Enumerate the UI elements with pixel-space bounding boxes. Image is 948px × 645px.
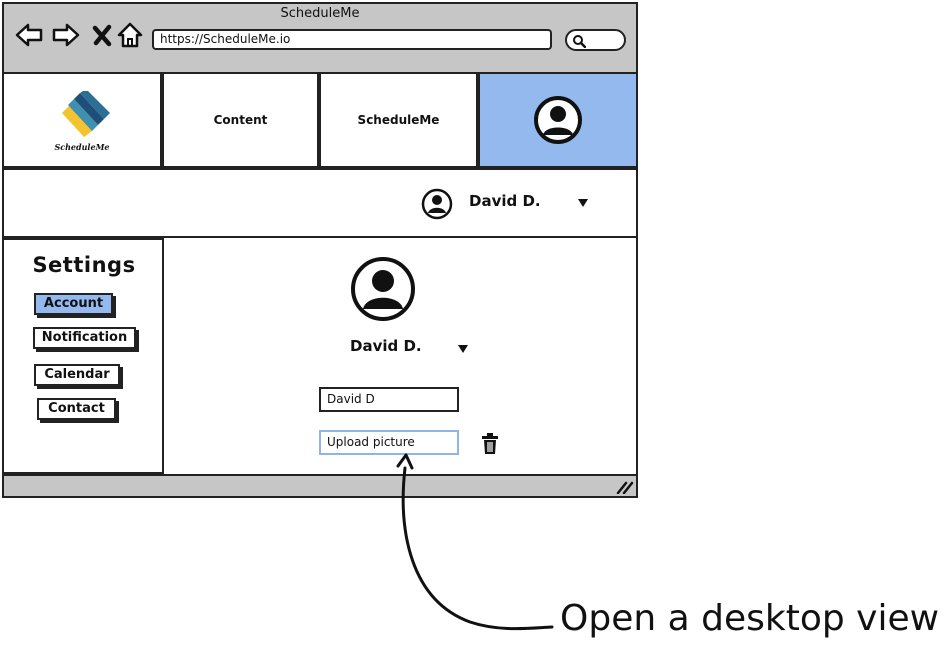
browser-search[interactable] xyxy=(565,29,626,51)
settings-title: Settings xyxy=(32,253,136,277)
sidebar-item-calendar[interactable]: Calendar xyxy=(34,364,120,386)
user-menu-chevron-down-icon[interactable] xyxy=(578,199,588,207)
user-name[interactable]: David D. xyxy=(469,192,541,210)
sidebar-item-account[interactable]: Account xyxy=(34,293,113,315)
user-avatar-small-icon[interactable] xyxy=(421,188,453,220)
upload-picture-label: Upload picture xyxy=(327,435,415,449)
back-arrow-icon[interactable] xyxy=(14,20,44,50)
resize-grip-icon[interactable] xyxy=(616,480,634,494)
forward-arrow-icon[interactable] xyxy=(51,20,81,50)
upload-picture-button[interactable]: Upload picture xyxy=(319,430,459,455)
logo-tile[interactable]: ScheduleMe xyxy=(2,72,162,168)
nav-tab-profile[interactable] xyxy=(478,72,638,168)
nav-tab-content[interactable]: Content xyxy=(162,72,319,168)
nav-tab-content-label: Content xyxy=(213,113,268,127)
nav-tab-scheduleme-label: ScheduleMe xyxy=(357,113,440,127)
schedule-logo-icon xyxy=(62,91,110,137)
profile-chevron-down-icon[interactable] xyxy=(458,345,468,353)
close-icon[interactable] xyxy=(88,20,118,50)
url-text: https://ScheduleMe.io xyxy=(160,32,291,46)
display-name-value: David D xyxy=(327,392,375,406)
logo-text: ScheduleMe xyxy=(54,142,110,152)
window-title: ScheduleMe xyxy=(280,6,360,21)
search-icon xyxy=(573,35,586,48)
annotation-text: Open a desktop view xyxy=(560,598,940,639)
user-avatar-icon xyxy=(534,96,582,144)
profile-avatar-icon[interactable] xyxy=(350,256,416,322)
sidebar-item-notification[interactable]: Notification xyxy=(33,327,136,349)
display-name-input[interactable]: David D xyxy=(319,387,459,412)
sidebar-item-contact[interactable]: Contact xyxy=(37,398,116,420)
settings-sidebar xyxy=(2,238,164,474)
trash-icon[interactable] xyxy=(480,432,500,456)
nav-tab-scheduleme[interactable]: ScheduleMe xyxy=(319,72,478,168)
url-bar[interactable]: https://ScheduleMe.io xyxy=(152,29,552,50)
user-bar xyxy=(2,168,638,238)
browser-statusbar xyxy=(2,474,638,498)
profile-name[interactable]: David D. xyxy=(350,337,422,355)
home-icon[interactable] xyxy=(115,20,145,50)
